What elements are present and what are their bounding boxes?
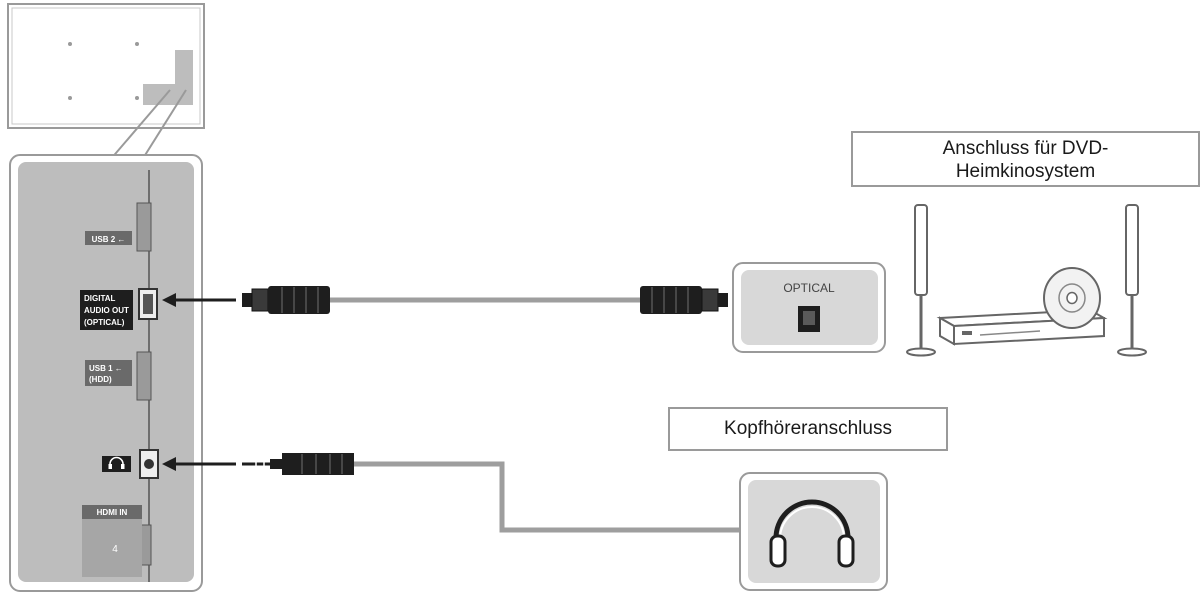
headphone-label-plate — [102, 456, 131, 472]
headphone-cable — [242, 453, 742, 533]
headphone-box — [739, 472, 888, 591]
usb1-label-plate — [85, 360, 132, 386]
headphone-small-icon — [108, 456, 125, 469]
digital-audio-label-line2: AUDIO OUT — [84, 306, 129, 315]
optical-port-box: OPTICAL — [732, 262, 886, 353]
hdmi-label: HDMI IN — [97, 508, 128, 517]
usb2-label-plate — [85, 231, 132, 245]
callout-dvd-home-theater: Anschluss für DVD- Heimkinosystem — [851, 131, 1200, 187]
digital-audio-label-line1: DIGITAL — [84, 294, 116, 303]
disc-icon — [1043, 267, 1101, 329]
usb1-label-line1: USB 1 ← — [89, 364, 123, 373]
hdmi-number: 4 — [112, 544, 118, 555]
optical-port-label: OPTICAL — [783, 281, 835, 295]
speaker-left — [906, 204, 936, 357]
callout-headphone: Kopfhöreranschluss — [668, 407, 948, 451]
usb2-label: USB 2 ← — [92, 235, 126, 244]
digital-audio-label-line3: (OPTICAL) — [84, 318, 125, 327]
callout-dvd-line2: Heimkinosystem — [955, 161, 1096, 182]
optical-plug-left — [242, 286, 330, 314]
callout-dvd-line1: Anschluss für DVD- — [942, 138, 1109, 159]
tv-rear-overview — [7, 3, 205, 129]
tv-connector-panel: USB 2 ← DIGITAL AUDIO OUT (OPTICAL) USB … — [9, 154, 203, 592]
optical-arrow — [162, 293, 236, 307]
callout-headphone-text: Kopfhöreranschluss — [724, 418, 892, 439]
optical-plug-right — [640, 286, 728, 314]
optical-cable — [242, 286, 728, 314]
zoom-lines — [109, 89, 187, 161]
headphone-arrow — [162, 457, 236, 471]
headphones-icon — [769, 499, 855, 568]
speaker-right — [1117, 204, 1147, 357]
headphone-plug — [242, 453, 354, 475]
home-theater-system — [906, 204, 1147, 357]
usb1-label-line2: (HDD) — [89, 375, 112, 384]
digital-audio-label-plate — [80, 290, 133, 330]
